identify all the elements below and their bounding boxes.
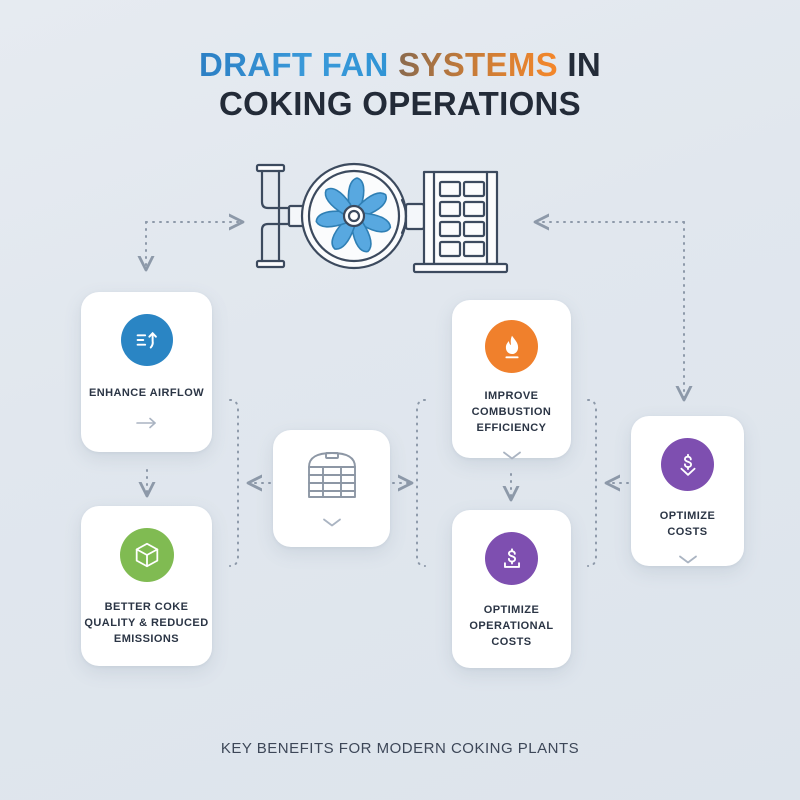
title-line-2: COKING OPERATIONS — [218, 84, 581, 122]
card-enhance-airflow[interactable]: ENHANCE AIRFLOW — [81, 292, 212, 452]
chevron-down-icon — [501, 449, 523, 465]
card-label-better-coke-quality: BETTER COKE QUALITY & REDUCED EMISSIONS — [84, 601, 209, 645]
dollar-tray-icon — [485, 532, 538, 585]
page-title: DRAFT FAN SYSTEMS IN COKING OPERATIONS — [0, 46, 800, 124]
card-label-enhance-airflow: ENHANCE AIRFLOW — [88, 387, 205, 399]
card-label-improve-combustion: IMPROVE COMBUSTION EFFICIENCY — [471, 390, 552, 434]
title-line-1: DRAFT FAN SYSTEMS IN — [0, 46, 800, 85]
dollar-down-arrow-icon — [661, 438, 714, 491]
draft-fan-illustration — [236, 152, 526, 280]
airflow-arrow-icon — [120, 314, 173, 366]
card-label-optimize-operational-costs: OPTIMIZE OPERATIONAL COSTS — [469, 604, 554, 648]
card-label-optimize-costs: OPTIMIZE COSTS — [659, 510, 716, 538]
connector-right-bracket — [416, 399, 426, 567]
footer-caption: KEY BENEFITS FOR MODERN COKING PLANTS — [220, 740, 580, 757]
arrow-right-icon — [135, 416, 159, 434]
card-coking-oven[interactable] — [273, 430, 390, 547]
card-optimize-operational-costs[interactable]: OPTIMIZE OPERATIONAL COSTS — [452, 510, 571, 668]
chevron-down-icon — [321, 516, 343, 532]
card-better-coke-quality[interactable]: BETTER COKE QUALITY & REDUCED EMISSIONS — [81, 506, 212, 666]
connector-far-right-bracket — [587, 399, 597, 567]
card-improve-combustion[interactable]: IMPROVE COMBUSTION EFFICIENCY — [452, 300, 571, 460]
card-optimize-costs[interactable]: OPTIMIZE COSTS — [631, 416, 744, 566]
title-segment-in: IN — [557, 46, 602, 83]
connector-left-bracket — [229, 399, 239, 567]
chevron-down-icon — [677, 553, 699, 569]
title-segment-draft-fan: DRAFT FAN — [198, 46, 399, 83]
title-segment-systems: SYSTEMS — [398, 46, 558, 83]
flame-icon — [485, 320, 538, 373]
cube-icon — [119, 528, 174, 582]
coking-oven-icon — [303, 450, 361, 502]
